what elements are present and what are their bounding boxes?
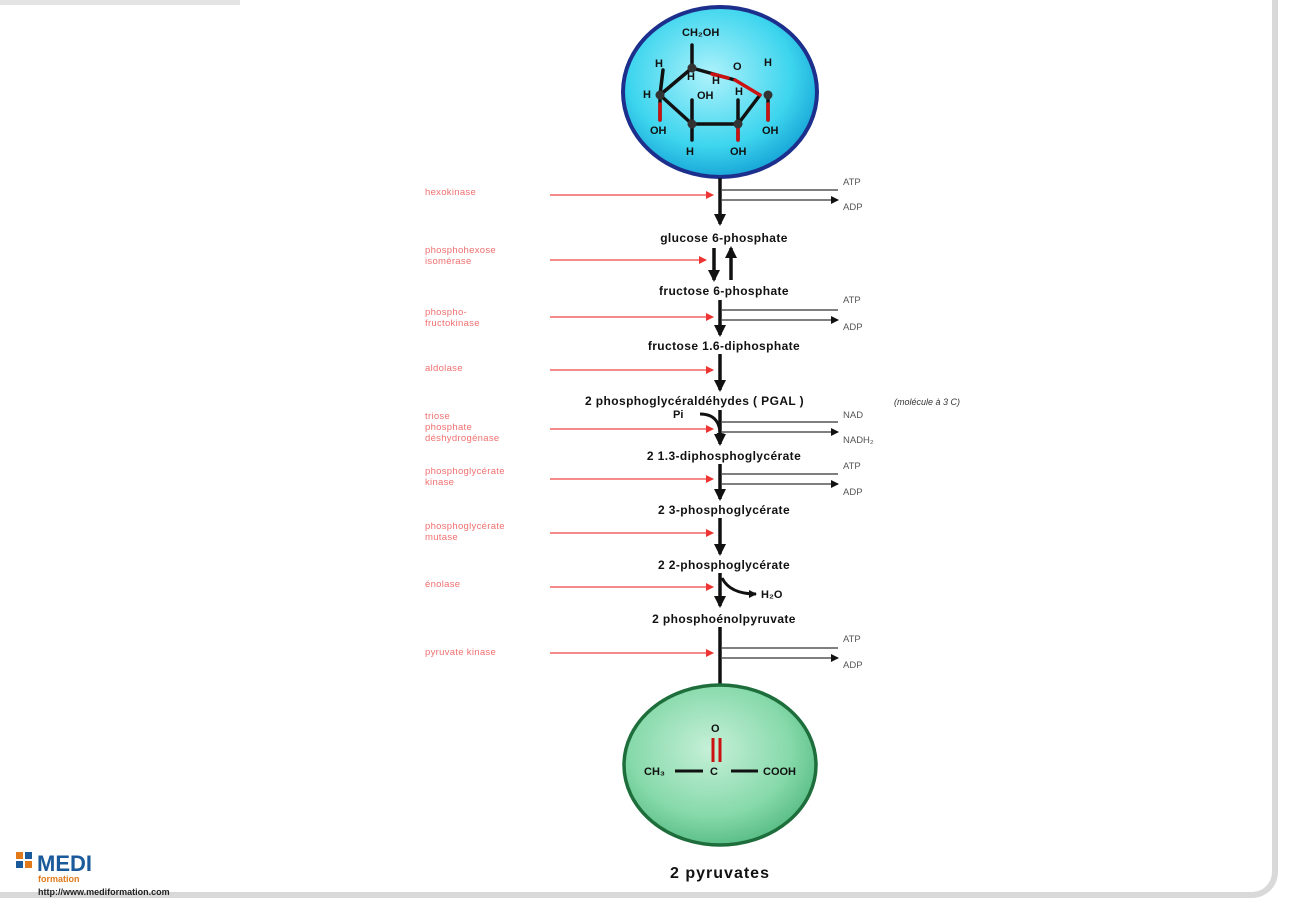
- glucose-atom-h3: H: [712, 75, 720, 87]
- glucose-molecule: CH₂OH O H H H H H H H OH OH OH OH: [621, 5, 819, 179]
- enzyme-label: phosphohexose: [425, 245, 496, 256]
- glucose-carbons: [655, 63, 773, 129]
- enzyme-pyruvate-kinase: pyruvate kinase: [425, 647, 714, 658]
- pyruvate-atom-cooh: COOH: [763, 766, 796, 778]
- cofactor-out: ADP: [843, 322, 863, 333]
- pyruvate-atom-c: C: [710, 766, 718, 778]
- water-output-arrow: [720, 577, 757, 598]
- enzyme-label: pyruvate kinase: [425, 647, 496, 658]
- pyruvate-circle: [622, 683, 818, 847]
- enzyme-label: énolase: [425, 579, 460, 590]
- enzyme-label: phosphate: [425, 422, 472, 433]
- glucose-circle: [621, 5, 819, 179]
- logo-icon: [16, 852, 32, 868]
- glucose-red-bonds: [658, 72, 770, 142]
- enzyme-label: kinase: [425, 477, 454, 488]
- cofactor-phosphofructokinase: ATP ADP: [722, 295, 863, 333]
- glucose-atom-h5: H: [764, 57, 772, 69]
- step-label-3-phosphoglycerate: 2 3-phosphoglycérate: [658, 503, 790, 517]
- glucose-atom-h7: H: [643, 89, 651, 101]
- step-label-fructose-6-phosphate: fructose 6-phosphate: [659, 284, 789, 298]
- water-label: H₂O: [761, 589, 783, 601]
- enzyme-triose-phosphate-dehydrogenase: triose phosphate déshydrogénase: [425, 411, 714, 444]
- step-label-1-3-diphosphoglycerate: 2 1.3-diphosphoglycérate: [647, 449, 801, 463]
- cofactor-pyruvate-kinase: ATP ADP: [722, 634, 863, 671]
- enzyme-hexokinase: hexokinase: [425, 187, 714, 199]
- cofactor-list: ATP ADP ATP ADP NAD NADH₂ ATP ADP ATP AD…: [722, 177, 874, 671]
- cofactor-phosphoglycerate-kinase: ATP ADP: [722, 461, 863, 498]
- cofactor-in: NAD: [843, 410, 863, 421]
- pyruvate-atom-ch3: CH₃: [644, 766, 665, 778]
- glucose-atom-h2: H: [687, 71, 695, 83]
- enzyme-label: phosphoglycérate: [425, 466, 505, 477]
- final-product-label: 2 pyruvates: [670, 865, 770, 882]
- mediformation-logo: MEDI formation http://www.mediformation.…: [16, 851, 170, 897]
- pi-input-arrow: [699, 412, 725, 441]
- pyruvate-atom-o: O: [711, 723, 720, 735]
- enzyme-enolase: énolase: [425, 579, 714, 591]
- pyruvate-molecule: O CH₃ C COOH: [622, 683, 818, 847]
- enzyme-phosphoglycerate-kinase: phosphoglycérate kinase: [425, 466, 714, 488]
- step-label-fructose-1-6-diphosphate: fructose 1.6-diphosphate: [648, 339, 800, 353]
- step-label-2-phosphoglycerate: 2 2-phosphoglycérate: [658, 558, 790, 572]
- enzyme-label: phosphoglycérate: [425, 521, 505, 532]
- glucose-atom-h4: H: [735, 86, 743, 98]
- cofactor-in: ATP: [843, 177, 861, 188]
- glucose-atom-h1: H: [655, 58, 663, 70]
- cofactor-hexokinase: ATP ADP: [722, 177, 863, 213]
- enzyme-label: triose: [425, 411, 450, 422]
- enzyme-label: fructokinase: [425, 318, 480, 329]
- step-label-pgal: 2 phosphoglycéraldéhydes ( PGAL ): [585, 394, 804, 408]
- cofactor-out: ADP: [843, 202, 863, 213]
- cofactor-triose-dehydrogenase: NAD NADH₂: [722, 410, 874, 446]
- cofactor-out: NADH₂: [843, 435, 874, 446]
- enzyme-phosphoglycerate-mutase: phosphoglycérate mutase: [425, 521, 714, 543]
- glucose-atom-o: O: [733, 61, 742, 73]
- glucose-atom-ch2oh: CH₂OH: [682, 27, 719, 39]
- enzyme-label: déshydrogénase: [425, 433, 499, 444]
- logo-subtitle: formation: [38, 874, 80, 884]
- glucose-atom-oh2: OH: [650, 125, 667, 137]
- cofactor-out: ADP: [843, 660, 863, 671]
- enzyme-list: hexokinase phosphohexose isomérase phosp…: [425, 187, 714, 658]
- glucose-atom-oh3: OH: [730, 146, 747, 158]
- pathway-arrows: [708, 178, 737, 692]
- step-label-phosphoenolpyruvate: 2 phosphoénolpyruvate: [652, 612, 796, 626]
- top-bar: [0, 0, 240, 5]
- enzyme-label: isomérase: [425, 256, 472, 267]
- logo-url: http://www.mediformation.com: [38, 887, 170, 897]
- step-label-glucose-6-phosphate: glucose 6-phosphate: [660, 231, 788, 245]
- enzyme-label: phospho-: [425, 307, 467, 318]
- enzyme-aldolase: aldolase: [425, 363, 714, 374]
- glucose-atom-h6: H: [686, 146, 694, 158]
- cofactor-in: ATP: [843, 634, 861, 645]
- step-note-pgal: (molécule à 3 C): [894, 397, 960, 407]
- logo-name: MEDI: [37, 851, 92, 876]
- slide-frame: [0, 0, 1278, 898]
- enzyme-label: mutase: [425, 532, 458, 543]
- enzyme-phosphohexose-isomerase: phosphohexose isomérase: [425, 245, 707, 267]
- enzyme-label: hexokinase: [425, 187, 476, 198]
- enzyme-label: aldolase: [425, 363, 463, 374]
- enzyme-phosphofructokinase: phospho- fructokinase: [425, 307, 714, 329]
- glucose-atom-oh4: OH: [762, 125, 779, 137]
- glucose-atom-oh1: OH: [697, 90, 714, 102]
- cofactor-in: ATP: [843, 461, 861, 472]
- cofactor-out: ADP: [843, 487, 863, 498]
- cofactor-in: ATP: [843, 295, 861, 306]
- pi-label: Pi: [673, 409, 683, 421]
